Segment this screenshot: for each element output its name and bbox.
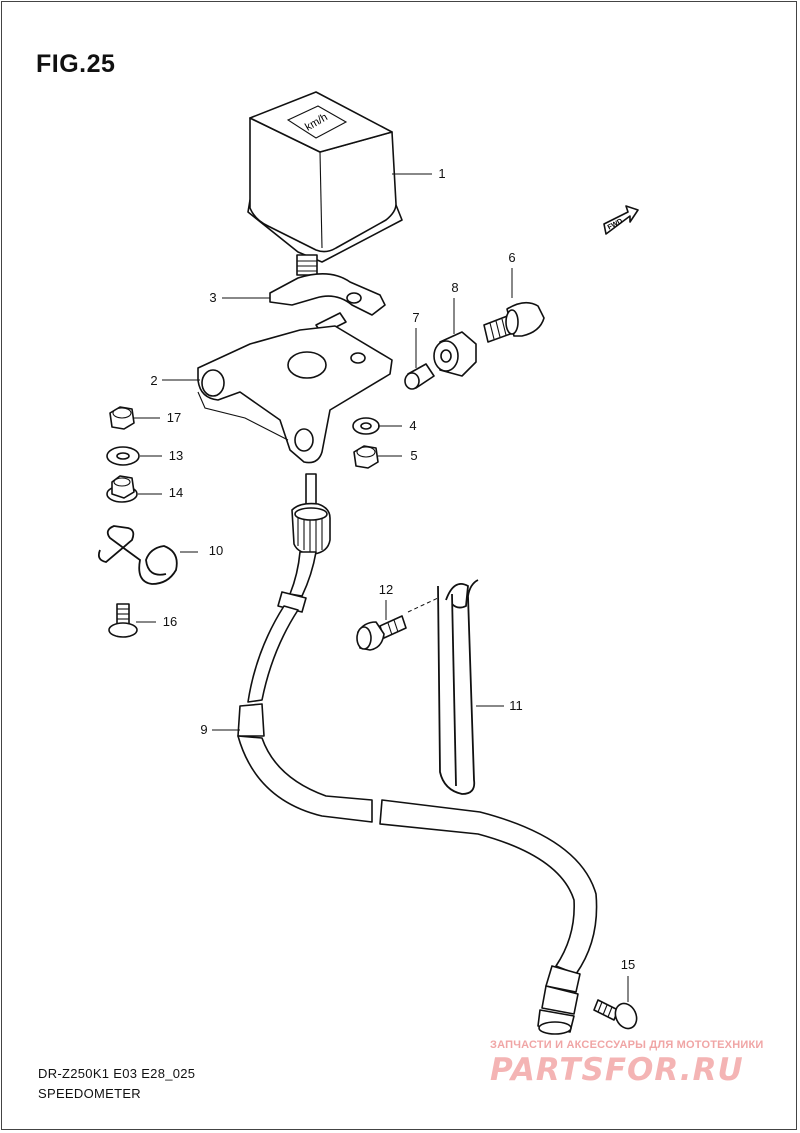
screw-15 bbox=[593, 999, 638, 1030]
meter-plate bbox=[269, 273, 386, 335]
section-name: SPEEDOMETER bbox=[38, 1086, 141, 1101]
screw-16 bbox=[108, 603, 138, 638]
callout-4: 4 bbox=[409, 418, 417, 433]
nut-17 bbox=[109, 406, 135, 430]
callout-9: 9 bbox=[200, 722, 208, 737]
callout-16: 16 bbox=[162, 614, 178, 629]
callout-13: 13 bbox=[168, 448, 184, 463]
callout-1: 1 bbox=[438, 166, 446, 181]
meter-grommet bbox=[433, 331, 477, 377]
callout-15: 15 bbox=[620, 957, 636, 972]
meter-bolt bbox=[483, 301, 545, 343]
cable-guide bbox=[437, 579, 479, 795]
bolt-12 bbox=[356, 615, 407, 651]
speedometer-housing: km/h bbox=[247, 91, 403, 276]
watermark-logo: PARTSFOR.RU bbox=[490, 1052, 744, 1088]
callout-6: 6 bbox=[508, 250, 516, 265]
meter-spacer bbox=[404, 363, 435, 390]
fwd-arrow-icon: FWD bbox=[603, 205, 639, 235]
fwd-label: FWD bbox=[607, 218, 624, 232]
collar-nut-14 bbox=[106, 475, 138, 503]
callout-11: 11 bbox=[509, 698, 523, 713]
leader-lines bbox=[134, 173, 629, 1002]
callout-10: 10 bbox=[208, 543, 224, 558]
wire-clip bbox=[97, 525, 178, 585]
callout-12: 12 bbox=[378, 582, 394, 597]
callout-14: 14 bbox=[168, 485, 184, 500]
washer-13 bbox=[106, 446, 140, 466]
figure-title: FIG.25 bbox=[36, 50, 116, 78]
callout-3: 3 bbox=[209, 290, 217, 305]
callout-17: 17 bbox=[166, 410, 182, 425]
callout-8: 8 bbox=[451, 280, 459, 295]
speedometer-cable bbox=[237, 473, 598, 1035]
model-code: DR-Z250K1 E03 E28_025 bbox=[38, 1066, 196, 1081]
washer-4 bbox=[352, 417, 380, 435]
nut-5 bbox=[353, 445, 379, 469]
callout-5: 5 bbox=[410, 448, 418, 463]
callout-2: 2 bbox=[150, 373, 158, 388]
meter-bracket bbox=[197, 325, 393, 464]
callout-7: 7 bbox=[412, 310, 420, 325]
watermark-tagline: ЗАПЧАСТИ И АКСЕССУАРЫ ДЛЯ МОТОТЕХНИКИ bbox=[490, 1039, 764, 1051]
